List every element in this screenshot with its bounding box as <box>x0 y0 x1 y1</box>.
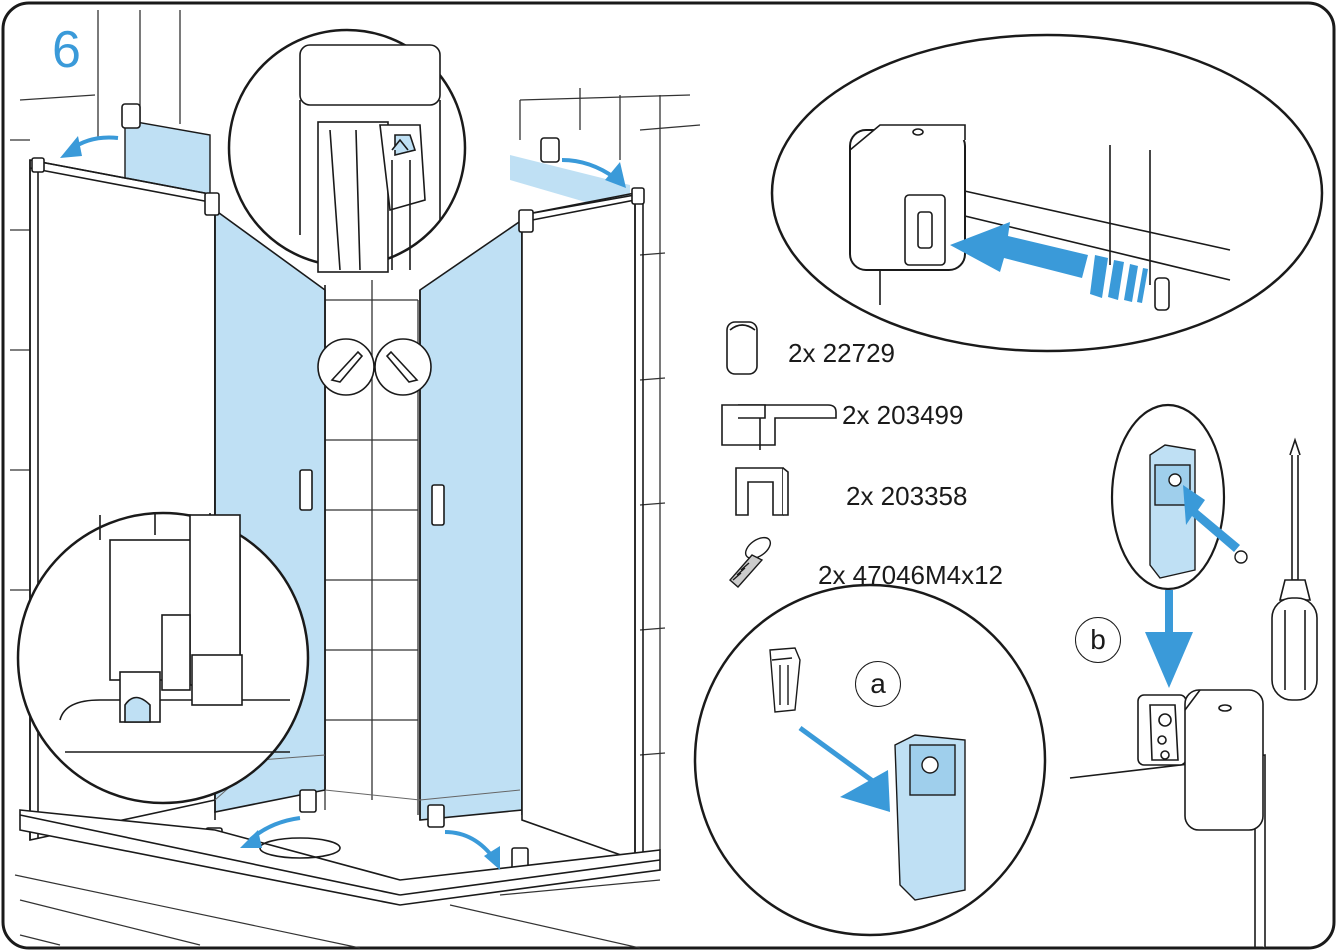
callout-b: b <box>1075 617 1121 663</box>
arrow-down <box>1145 590 1193 688</box>
zoom-circle-a <box>693 583 1047 937</box>
part-label-47046M4x12: 2x 47046M4x12 <box>818 560 1004 590</box>
slide-arrow <box>950 222 1088 278</box>
bracket-arm-icon <box>721 404 837 450</box>
screw-icon <box>729 536 772 588</box>
arrow-heads <box>60 136 626 870</box>
right-side-panel <box>521 194 636 862</box>
part-label-203358: 2x 203358 <box>846 481 968 511</box>
step-number: 6 <box>52 21 81 79</box>
zoom-circle-top <box>227 28 467 273</box>
zoom-circle-bottom-left <box>16 511 310 805</box>
u-clip-icon <box>735 467 789 516</box>
seal-detail-circles <box>317 338 432 396</box>
right-door-handle <box>431 484 445 526</box>
assembled-bracket <box>1069 689 1266 948</box>
zoom-oval-b <box>1110 403 1248 591</box>
part-label-203499: 2x 203499 <box>842 400 964 430</box>
end-cap-icon <box>726 321 758 375</box>
screwdriver-icon <box>1271 437 1318 701</box>
part-label-22729: 2x 22729 <box>788 338 895 368</box>
callout-a: a <box>855 661 901 707</box>
left-door-handle <box>299 469 313 511</box>
zoom-ellipse-top-right <box>770 33 1324 353</box>
